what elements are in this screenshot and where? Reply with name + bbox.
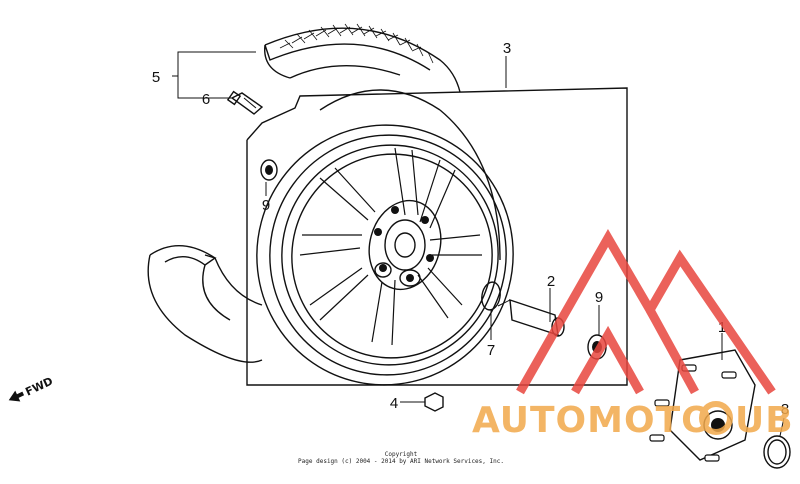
callout-7: 7 [487, 342, 495, 359]
tire-part [147, 23, 461, 363]
o-ring-part [481, 281, 501, 311]
assembly-frame [246, 87, 628, 386]
watermark-text-a: AUTOMOTO [472, 400, 713, 441]
leader-lines [172, 51, 785, 437]
watermark-gear-icon [699, 401, 733, 435]
forward-direction-indicator: FWD [8, 375, 55, 402]
watermark-triangle-icon [516, 229, 776, 395]
callout-6: 6 [202, 91, 210, 108]
callout-4: 4 [390, 395, 398, 412]
snap-ring-part [763, 435, 791, 469]
fwd-label: FWD [23, 375, 55, 399]
wheel-part [256, 89, 514, 386]
copyright-notice: Copyright Page design (c) 2004 - 2014 by… [298, 451, 504, 465]
callout-5: 5 [152, 69, 160, 86]
callout-9-right: 9 [595, 289, 603, 306]
arrow-left-icon [8, 390, 25, 402]
copyright-line-1: Copyright [385, 451, 418, 458]
valve-part [226, 90, 264, 115]
callout-labels: 1 2 3 4 5 6 7 8 9 9 [152, 40, 789, 418]
watermark-text-b: UB [735, 400, 794, 441]
copyright-line-2: Page design (c) 2004 - 2014 by ARI Netwo… [298, 458, 504, 465]
callout-9-left: 9 [262, 197, 270, 214]
bolt-part [405, 392, 444, 412]
callout-1: 1 [718, 319, 726, 336]
watermark-logo: AUTOMOTO UB [472, 229, 794, 441]
callout-3: 3 [503, 40, 511, 57]
callout-2: 2 [547, 273, 555, 290]
bearing-part-left [260, 159, 278, 181]
callout-8: 8 [781, 401, 789, 418]
